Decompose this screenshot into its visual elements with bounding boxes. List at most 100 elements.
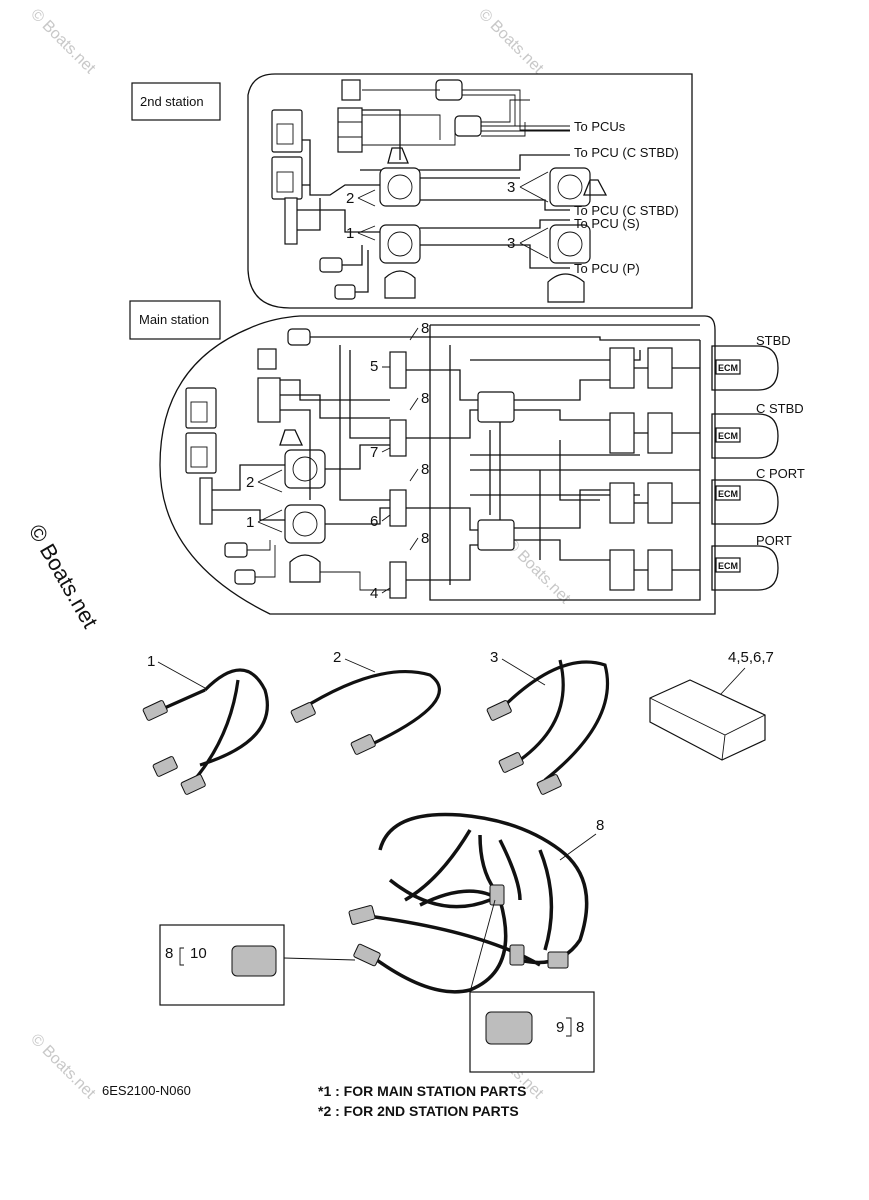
callout-1: 1	[346, 225, 354, 242]
part-number-2: 2	[333, 649, 341, 666]
switch-panel-icon	[337, 107, 363, 153]
pcu-icon	[647, 549, 673, 591]
dest-to-pcu-c-stbd: To PCU (C STBD)	[574, 145, 679, 160]
watermark-main: © Boats.net	[24, 520, 103, 632]
parts-section: 1 2 3 4,5,6,7 8 8	[142, 649, 774, 1073]
relay-block	[609, 549, 635, 591]
connector	[498, 752, 524, 773]
callout-8: 8	[421, 530, 429, 547]
key-switch-icon	[287, 328, 311, 346]
key-switch-icon	[454, 115, 482, 137]
second-station-section: 2nd station	[131, 73, 693, 309]
callout-8: 8	[421, 390, 429, 407]
diagram-code: 6ES2100-N060	[102, 1083, 191, 1098]
display-unit-icon	[185, 432, 217, 474]
ecm-box	[715, 359, 741, 375]
hub-7	[389, 419, 407, 457]
connector	[348, 905, 376, 925]
remote-control-icon	[284, 504, 326, 544]
part-number-4567: 4,5,6,7	[728, 649, 774, 666]
dest-to-pcu-s: To PCU (S)	[574, 216, 640, 231]
engine-label-stbd: STBD	[756, 333, 791, 348]
part-number-8: 8	[596, 817, 604, 834]
callout-8: 8	[421, 461, 429, 478]
main-station-section: Main station	[129, 300, 805, 615]
engine-label-c-port: C PORT	[756, 466, 805, 481]
ecm-box	[715, 485, 741, 501]
callout-3b: 3	[507, 235, 515, 252]
callout-3: 3	[507, 179, 515, 196]
callout-5: 5	[370, 358, 378, 375]
inset-parent-number: 8	[165, 945, 173, 962]
switch-icon	[257, 348, 277, 370]
main-harness-8	[359, 812, 589, 994]
pcu-icon	[647, 412, 673, 454]
second-station-outline	[247, 73, 693, 309]
connector	[353, 943, 381, 967]
sensor-icon	[234, 569, 256, 585]
harness-3	[498, 659, 610, 782]
ecm-box	[715, 557, 741, 573]
relay-block	[609, 347, 635, 389]
inset-parent-number: 8	[576, 1019, 584, 1036]
remote-control-icon	[379, 167, 421, 207]
connector-cap-icon	[289, 554, 321, 583]
sensor-icon	[224, 542, 248, 558]
footer-note-2: *2 : FOR 2ND STATION PARTS	[318, 1103, 519, 1119]
display-unit-icon	[271, 109, 303, 153]
remote-control-icon	[379, 224, 421, 264]
ecm-label: ECM	[718, 561, 738, 571]
second-station-title-box	[131, 82, 221, 121]
junction-block	[284, 197, 298, 245]
part-number-1: 1	[147, 653, 155, 670]
central-junction	[477, 519, 515, 551]
hub-6	[389, 489, 407, 527]
connector	[547, 951, 569, 969]
connector	[290, 702, 316, 723]
relay-block	[609, 482, 635, 524]
callout-1: 1	[246, 514, 254, 531]
ecm-label: ECM	[718, 431, 738, 441]
footer: 6ES2100-N060 *1 : FOR MAIN STATION PARTS…	[102, 1083, 526, 1119]
hub-4	[389, 561, 407, 599]
main-station-outline	[159, 315, 716, 615]
connector	[509, 944, 525, 966]
dest-to-pcu-p: To PCU (P)	[574, 261, 640, 276]
lever-icon	[279, 429, 304, 446]
watermark: © Boats.net	[27, 6, 99, 78]
watermark: © Boats.net	[27, 1031, 99, 1103]
dest-to-pcus: To PCUs	[574, 119, 626, 134]
pcu-icon	[647, 347, 673, 389]
remote-control-icon	[549, 167, 591, 207]
engine-label-c-stbd: C STBD	[756, 401, 804, 416]
connector-cap-icon	[384, 270, 416, 299]
hub-module	[649, 679, 766, 761]
connector	[152, 756, 178, 777]
callout-7: 7	[370, 444, 378, 461]
junction-block	[199, 477, 213, 525]
connector	[180, 774, 206, 795]
connector	[142, 700, 168, 721]
callout-6: 6	[370, 513, 378, 530]
callout-2: 2	[346, 190, 354, 207]
engine-label-port: PORT	[756, 533, 792, 548]
engine-c-stbd-outline	[711, 413, 779, 459]
hub-5	[389, 351, 407, 389]
second-station-title: 2nd station	[140, 94, 204, 109]
ecm-label: ECM	[718, 363, 738, 373]
display-unit-icon	[271, 156, 303, 200]
main-station-title-box	[129, 300, 221, 340]
footer-note-1: *1 : FOR MAIN STATION PARTS	[318, 1083, 526, 1099]
connector-cap-icon	[485, 1011, 533, 1045]
ecm-label: ECM	[718, 489, 738, 499]
engine-c-port-outline	[711, 479, 779, 525]
callout-2: 2	[246, 474, 254, 491]
callout-4: 4	[370, 585, 378, 602]
remote-control-icon	[549, 224, 591, 264]
display-screen	[276, 123, 294, 145]
relay-block	[609, 412, 635, 454]
connector	[489, 884, 505, 906]
ecm-box	[715, 427, 741, 443]
remote-control-icon	[284, 449, 326, 489]
